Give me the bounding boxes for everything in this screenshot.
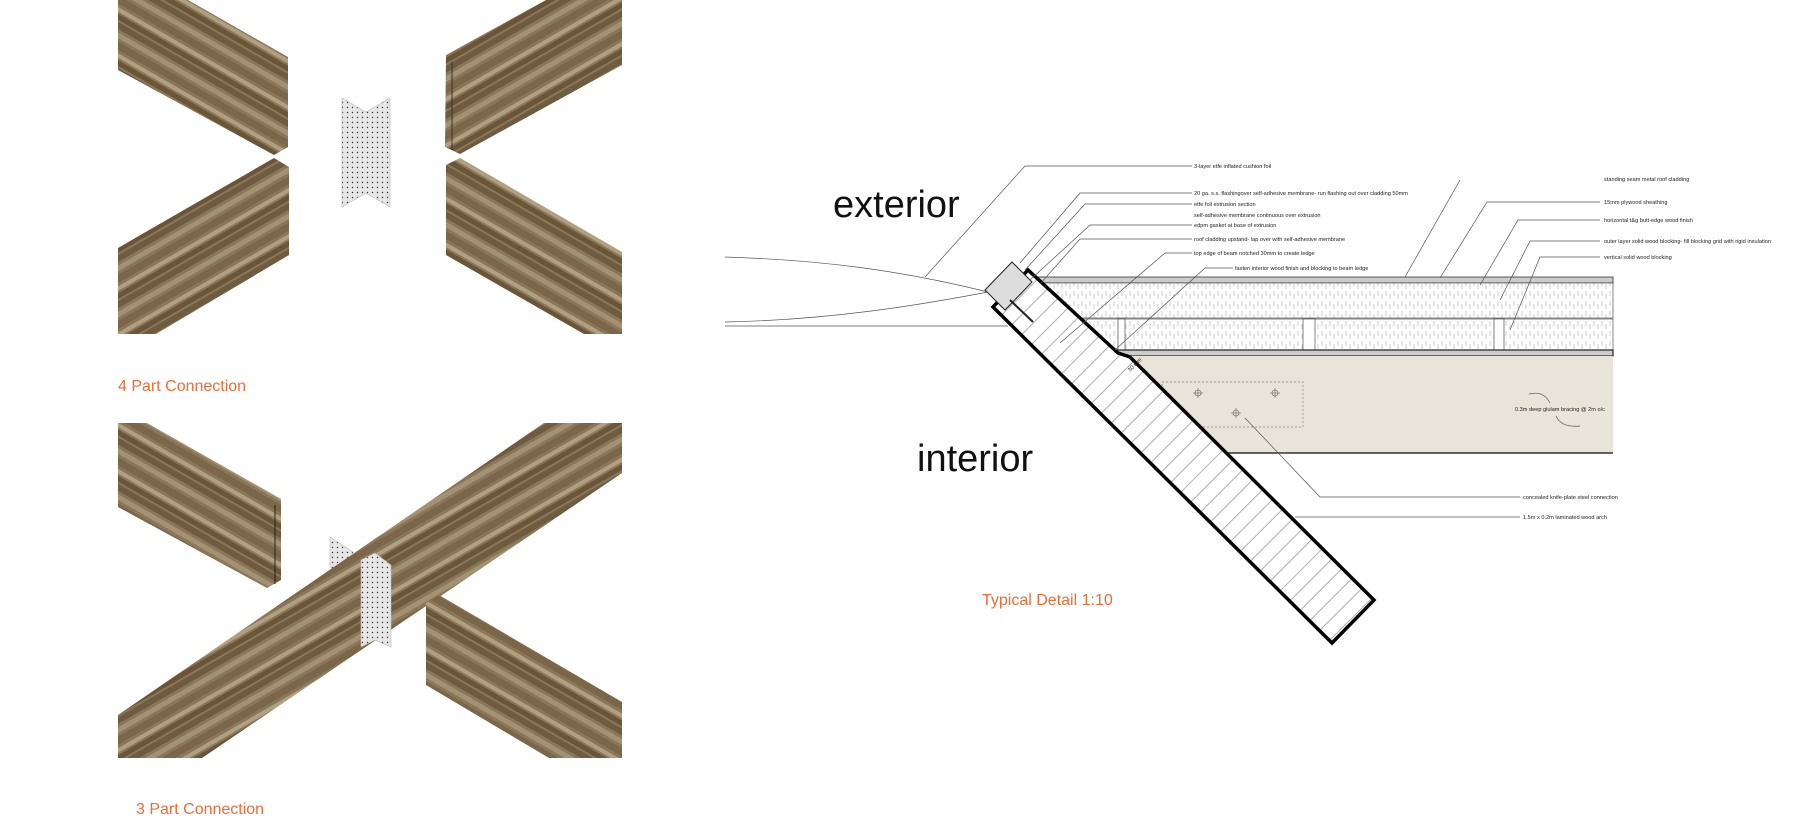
plate-front	[360, 552, 392, 648]
leader-lines	[924, 165, 1600, 518]
arrow-icon	[1528, 392, 1551, 404]
annotation: 3-layer etfe inflated cushion foil	[1194, 164, 1271, 170]
beam-bottom-left	[118, 158, 289, 334]
label-interior: interior	[917, 438, 1033, 480]
annotation: concealed knife-plate steel connection	[1523, 495, 1618, 501]
wood-finish	[1079, 349, 1614, 357]
label-exterior: exterior	[833, 184, 960, 226]
roof-cladding	[1019, 276, 1614, 284]
caption-four-part: 4 Part Connection	[118, 378, 246, 395]
glulam-bracing	[1125, 356, 1613, 453]
annotation: vertical solid wood blocking	[1604, 255, 1672, 261]
cushion-foil-upper	[724, 256, 989, 293]
perforated-plate	[341, 97, 391, 208]
three-part-connection: 3 Part Connection	[118, 423, 622, 818]
annotation: fasten interior wood finish and blocking…	[1235, 266, 1368, 272]
annotation: etfe foil extrusion section	[1194, 202, 1256, 208]
annotation: horizontal t&g butt-edge wood finish	[1604, 218, 1693, 224]
insulation-outer	[1029, 282, 1614, 319]
laminated-arch	[990, 267, 1377, 646]
etfe-extrusion	[984, 261, 1033, 311]
beam-top-left	[118, 0, 288, 155]
bolt-icon	[1193, 388, 1280, 418]
caption-three-part: 3 Part Connection	[136, 801, 264, 818]
beam-left	[118, 423, 281, 588]
annotation: edpm gasket at base of extrusion	[1194, 223, 1276, 229]
cushion-foil-lower	[724, 291, 989, 323]
flashing	[1009, 299, 1034, 323]
annotation: 15mm plywood sheathing	[1604, 200, 1667, 206]
annotation: 1.5m x 0.2m laminated wood arch	[1523, 515, 1607, 521]
annotation: top edge of beam notched 30mm to create …	[1194, 251, 1315, 257]
annotation: roof cladding upstand- lap over with sel…	[1194, 237, 1345, 243]
arrow-icon	[1555, 415, 1581, 427]
beam-bottom-right	[446, 158, 622, 334]
four-part-connection: 4 Part Connection	[118, 0, 622, 395]
annotation: outer layer solid wood blocking- fill bl…	[1604, 239, 1771, 245]
glulam-note: 0.3m deep glulam bracing @ 2m o/c	[1515, 407, 1605, 413]
typical-detail: exterior interior 0.3m deep glulam braci…	[724, 164, 1771, 646]
beam-right	[426, 595, 622, 758]
beam-top-right	[445, 0, 622, 154]
annotation: self-adhesive membrane continuous over e…	[1194, 213, 1321, 219]
vertical-blocking	[1302, 318, 1316, 351]
insulation-inner	[1059, 318, 1614, 351]
caption-detail: Typical Detail 1:10	[982, 592, 1113, 609]
vertical-blocking	[1117, 318, 1126, 351]
vertical-blocking	[1493, 318, 1505, 351]
annotation: standing seam metal roof cladding	[1604, 177, 1689, 183]
annotation: 20 ga. s.s. flashingover self-adhesive m…	[1194, 191, 1408, 197]
